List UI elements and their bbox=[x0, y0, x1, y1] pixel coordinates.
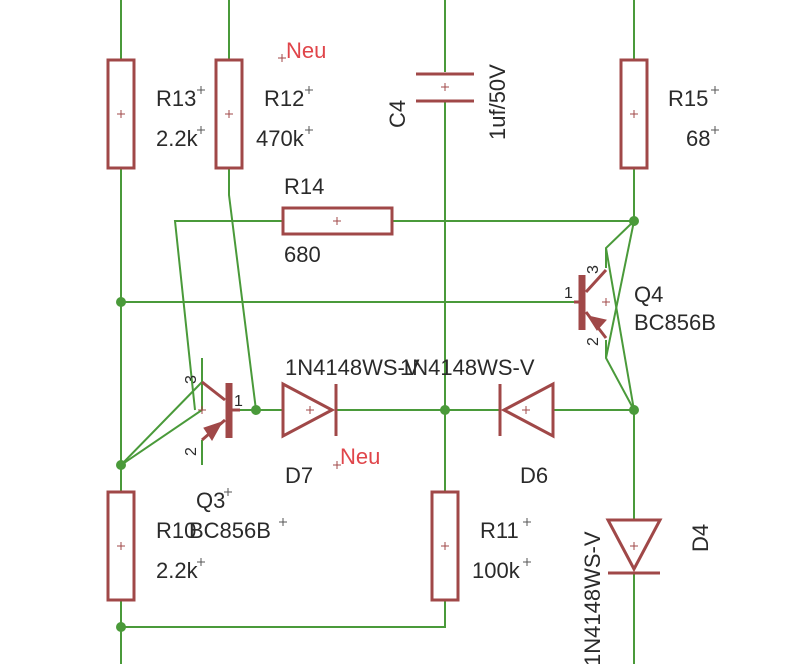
resistor-r11-name: R11 bbox=[480, 518, 519, 543]
diode-d4-value: 1N4148WS-V bbox=[580, 531, 605, 664]
resistor-r11-body bbox=[430, 490, 460, 602]
wire-q4-cross-b bbox=[605, 247, 635, 411]
transistor-q3-pin-emitter: 3 bbox=[183, 375, 200, 384]
diode-d4[interactable]: 1N4148WS-V D4 bbox=[580, 518, 713, 664]
diode-d6-triangle bbox=[500, 381, 555, 439]
resistor-r12[interactable]: R12 470k bbox=[214, 58, 305, 170]
diode-d6-value: 1N4148WS-V bbox=[400, 355, 535, 380]
resistor-r11[interactable]: R11 100k bbox=[430, 490, 521, 602]
label-origin-marks bbox=[197, 86, 719, 566]
junction-left-465 bbox=[116, 460, 126, 470]
resistor-r14-body bbox=[281, 206, 394, 236]
transistor-q3-pin-collector: 2 bbox=[183, 447, 200, 456]
diode-d7-triangle bbox=[281, 381, 336, 439]
resistor-r10[interactable]: R10 2.2k bbox=[106, 490, 199, 602]
resistor-r12-value: 470k bbox=[256, 126, 305, 151]
resistor-r14-value: 680 bbox=[284, 242, 321, 267]
junction-right-221 bbox=[629, 216, 639, 226]
transistor-q3-name: Q3 bbox=[196, 488, 225, 513]
diode-d6-name: D6 bbox=[520, 463, 548, 488]
resistor-r10-value: 2.2k bbox=[156, 558, 199, 583]
diode-d4-name: D4 bbox=[688, 524, 713, 552]
junction-left-627 bbox=[116, 622, 126, 632]
resistor-r13-value: 2.2k bbox=[156, 126, 199, 151]
transistor-q3-value: BC856B bbox=[189, 518, 271, 543]
transistor-q3-arrow bbox=[203, 421, 224, 441]
wire-q4-cross-a bbox=[605, 220, 635, 359]
resistor-r15-value: 68 bbox=[686, 126, 710, 151]
transistor-q3[interactable]: 1 3 2 Q3 BC856B bbox=[183, 375, 271, 543]
resistor-r10-body bbox=[106, 490, 136, 602]
capacitor-c4-value: 1uf/50V bbox=[485, 64, 510, 140]
junction-right-410 bbox=[629, 405, 639, 415]
resistor-r11-value: 100k bbox=[472, 558, 521, 583]
wire-r14-left-to-q3 bbox=[173, 220, 283, 411]
capacitor-c4[interactable]: C4 1uf/50V bbox=[385, 64, 510, 140]
diode-d7-value: 1N4148WS-V bbox=[285, 355, 420, 380]
resistor-r10-name: R10 bbox=[156, 518, 196, 543]
diode-d7[interactable]: 1N4148WS-V D7 bbox=[281, 355, 420, 488]
note-neu-bottom: Neu bbox=[333, 444, 380, 469]
transistor-q3-emitter-leg bbox=[201, 380, 226, 402]
junction-q3-base bbox=[251, 405, 261, 415]
diode-d4-triangle bbox=[605, 518, 663, 573]
wire-q3-cross bbox=[120, 381, 203, 466]
resistor-r15-body bbox=[619, 58, 649, 170]
wires bbox=[120, 0, 635, 664]
note-neu-bottom-text: Neu bbox=[340, 444, 380, 469]
capacitor-c4-name: C4 bbox=[385, 100, 410, 128]
resistor-r13[interactable]: R13 2.2k bbox=[106, 58, 199, 170]
diode-d6[interactable]: 1N4148WS-V D6 bbox=[400, 355, 555, 488]
junction-left-302 bbox=[116, 297, 126, 307]
diode-d7-name: D7 bbox=[285, 463, 313, 488]
transistor-q4-name: Q4 bbox=[634, 282, 663, 307]
transistor-q4[interactable]: 1 3 2 Q4 BC856B bbox=[564, 265, 716, 346]
junctions bbox=[116, 216, 639, 632]
wire-r12-to-q3-base bbox=[228, 168, 257, 411]
transistor-q4-pin-collector: 2 bbox=[585, 337, 602, 346]
transistor-q4-emitter-leg bbox=[584, 268, 608, 294]
transistor-q4-pin-base: 1 bbox=[564, 285, 573, 302]
transistor-q3-pin-base: 1 bbox=[234, 393, 243, 410]
transistor-q4-value: BC856B bbox=[634, 310, 716, 335]
resistor-r13-body bbox=[106, 58, 136, 170]
note-neu-top: Neu bbox=[278, 38, 326, 63]
resistor-r14[interactable]: R14 680 bbox=[281, 174, 394, 267]
resistor-r12-body bbox=[214, 58, 244, 170]
wire-q4-collector bbox=[605, 340, 635, 411]
resistor-r13-name: R13 bbox=[156, 86, 196, 111]
resistor-r15[interactable]: R15 68 bbox=[619, 58, 710, 170]
wire-r11-bottom bbox=[121, 600, 446, 628]
resistor-r15-name: R15 bbox=[668, 86, 708, 111]
resistor-r12-name: R12 bbox=[264, 86, 304, 111]
note-neu-top-text: Neu bbox=[286, 38, 326, 63]
transistor-q4-pin-emitter: 3 bbox=[585, 265, 602, 274]
resistor-r14-name: R14 bbox=[284, 174, 324, 199]
junction-mid-410 bbox=[440, 405, 450, 415]
transistor-q4-arrow bbox=[586, 315, 607, 331]
